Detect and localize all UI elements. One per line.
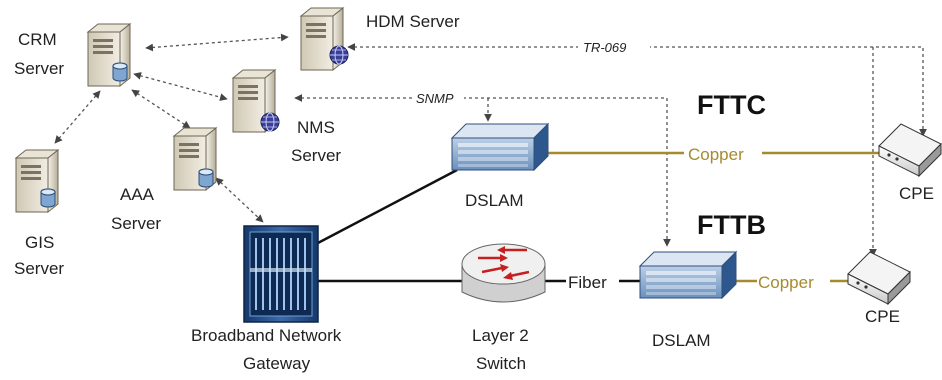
- dslam-icon: [639, 251, 737, 299]
- switch-icon: [461, 243, 546, 303]
- gis-server-label-1: GIS: [25, 233, 54, 252]
- hdm-server-label: HDM Server: [366, 12, 460, 31]
- gis-server-label-2: Server: [14, 259, 64, 278]
- hdm-server[interactable]: HDM Server: [300, 7, 460, 71]
- cpe-fttc-label: CPE: [899, 184, 934, 203]
- dslam-icon: [451, 123, 549, 171]
- database-icon: [112, 62, 128, 82]
- gis-server[interactable]: GIS Server: [14, 149, 64, 278]
- link-crm-aaa: [131, 89, 191, 129]
- fiber-label: Fiber: [568, 273, 607, 292]
- snmp-label: SNMP: [416, 91, 454, 106]
- data-links: [315, 151, 888, 283]
- cpe-icon: [878, 123, 942, 177]
- dslam-fttc-label: DSLAM: [465, 191, 524, 210]
- globe-icon: [329, 45, 349, 65]
- aaa-server[interactable]: AAA Server: [111, 127, 217, 233]
- crm-server-label-2: Server: [14, 59, 64, 78]
- link-snmp: [294, 94, 671, 247]
- crm-server-label-1: CRM: [18, 30, 57, 49]
- bng-label-2: Gateway: [243, 354, 311, 373]
- globe-icon: [260, 112, 280, 132]
- link-crm-gis: [54, 90, 101, 144]
- switch-label-2: Switch: [476, 354, 526, 373]
- cpe-fttb-label: CPE: [865, 307, 900, 326]
- link-bng-dslam-fttc: [315, 168, 458, 246]
- copper-label-fttb: Copper: [758, 273, 814, 292]
- cpe-fttb[interactable]: CPE: [847, 251, 911, 326]
- database-icon: [40, 188, 56, 208]
- link-aaa-bng: [215, 177, 264, 223]
- bng-label-1: Broadband Network: [191, 326, 342, 345]
- aaa-server-label-1: AAA: [120, 185, 155, 204]
- crm-server[interactable]: CRM Server: [14, 23, 131, 87]
- switch-label-1: Layer 2: [472, 326, 529, 345]
- layer2-switch[interactable]: Layer 2 Switch: [461, 243, 546, 373]
- fttb-heading: FTTB: [697, 210, 766, 240]
- nms-server-label-2: Server: [291, 146, 341, 165]
- fttc-heading: FTTC: [697, 90, 766, 120]
- cpe-icon: [847, 251, 911, 305]
- link-crm-nms: [133, 72, 228, 101]
- rack-icon: [243, 225, 319, 323]
- broadband-network-gateway[interactable]: Broadband Network Gateway: [191, 225, 342, 373]
- aaa-server-label-2: Server: [111, 214, 161, 233]
- management-links: [54, 33, 927, 257]
- nms-server-label-1: NMS: [297, 118, 335, 137]
- dslam-fttb-label: DSLAM: [652, 331, 711, 350]
- cpe-fttc[interactable]: CPE: [878, 123, 942, 203]
- tr069-label: TR-069: [583, 40, 626, 55]
- copper-label-fttc: Copper: [688, 145, 744, 164]
- nms-server[interactable]: NMS Server: [232, 69, 341, 165]
- dslam-fttc[interactable]: DSLAM: [451, 123, 549, 210]
- link-crm-hdm: [145, 33, 289, 52]
- dslam-fttb[interactable]: DSLAM: [639, 251, 737, 350]
- database-icon: [198, 168, 214, 188]
